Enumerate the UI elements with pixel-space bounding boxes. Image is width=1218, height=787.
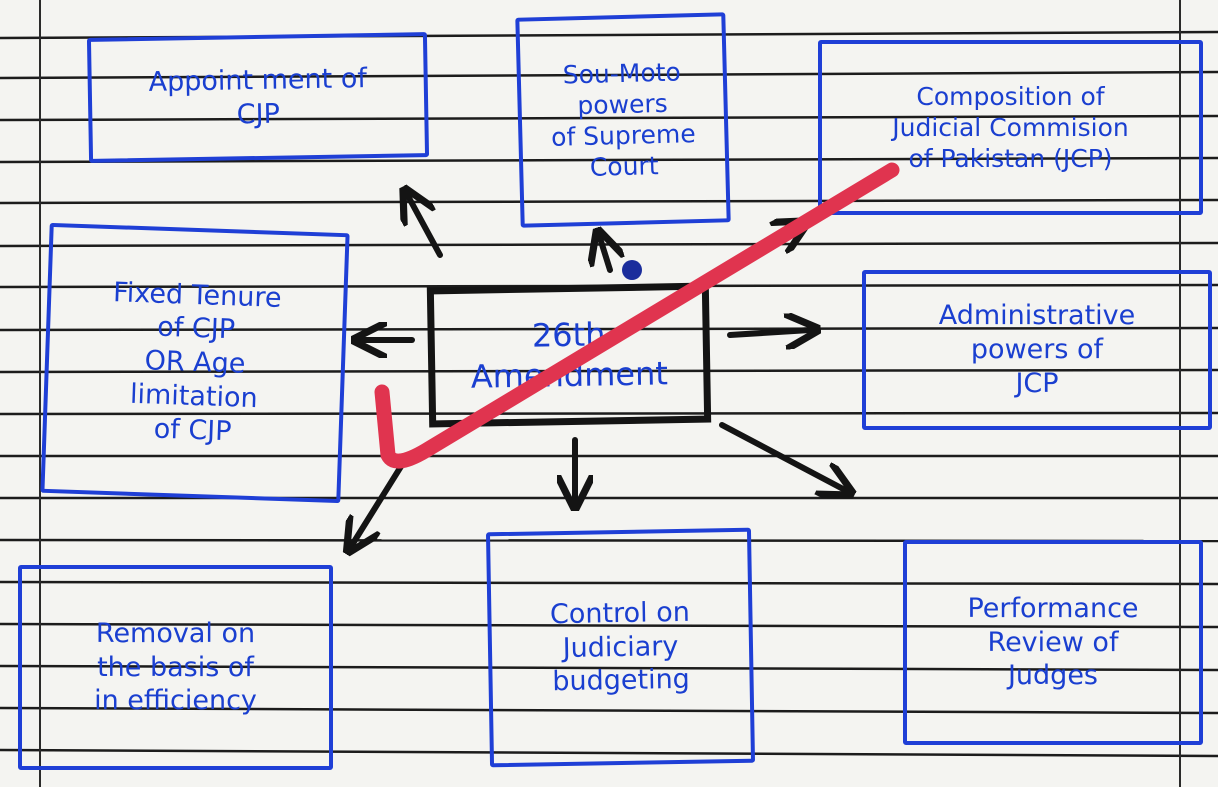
arrow-to-administrative (727, 330, 810, 335)
box-fixed-tenure: Fixed Tenure of CJP OR Age limitation of… (40, 222, 350, 504)
box-administrative-powers: Administrative powers of JCP (862, 270, 1212, 430)
center-26th-amendment: 26th Amendment (426, 282, 712, 428)
arrow-to-removal (352, 457, 408, 545)
box-performance-review: Performance Review of Judges (903, 540, 1203, 745)
box-appointment-cjp: Appoint ment of CJP (86, 32, 430, 163)
arrow-to-performance (719, 422, 845, 490)
box-removal-inefficiency: Removal on the basis of in efficiency (18, 565, 333, 770)
box-composition-jcp: Composition of Judicial Commision of Pak… (818, 40, 1203, 215)
box-suo-moto-powers: Sou-Moto powers of Supreme Court (515, 12, 731, 228)
ink-dot (622, 260, 642, 280)
box-judiciary-budget: Control on Judiciary budgeting (485, 527, 756, 768)
arrow-to-suo-moto (600, 238, 610, 273)
arrow-to-composition (727, 226, 800, 268)
